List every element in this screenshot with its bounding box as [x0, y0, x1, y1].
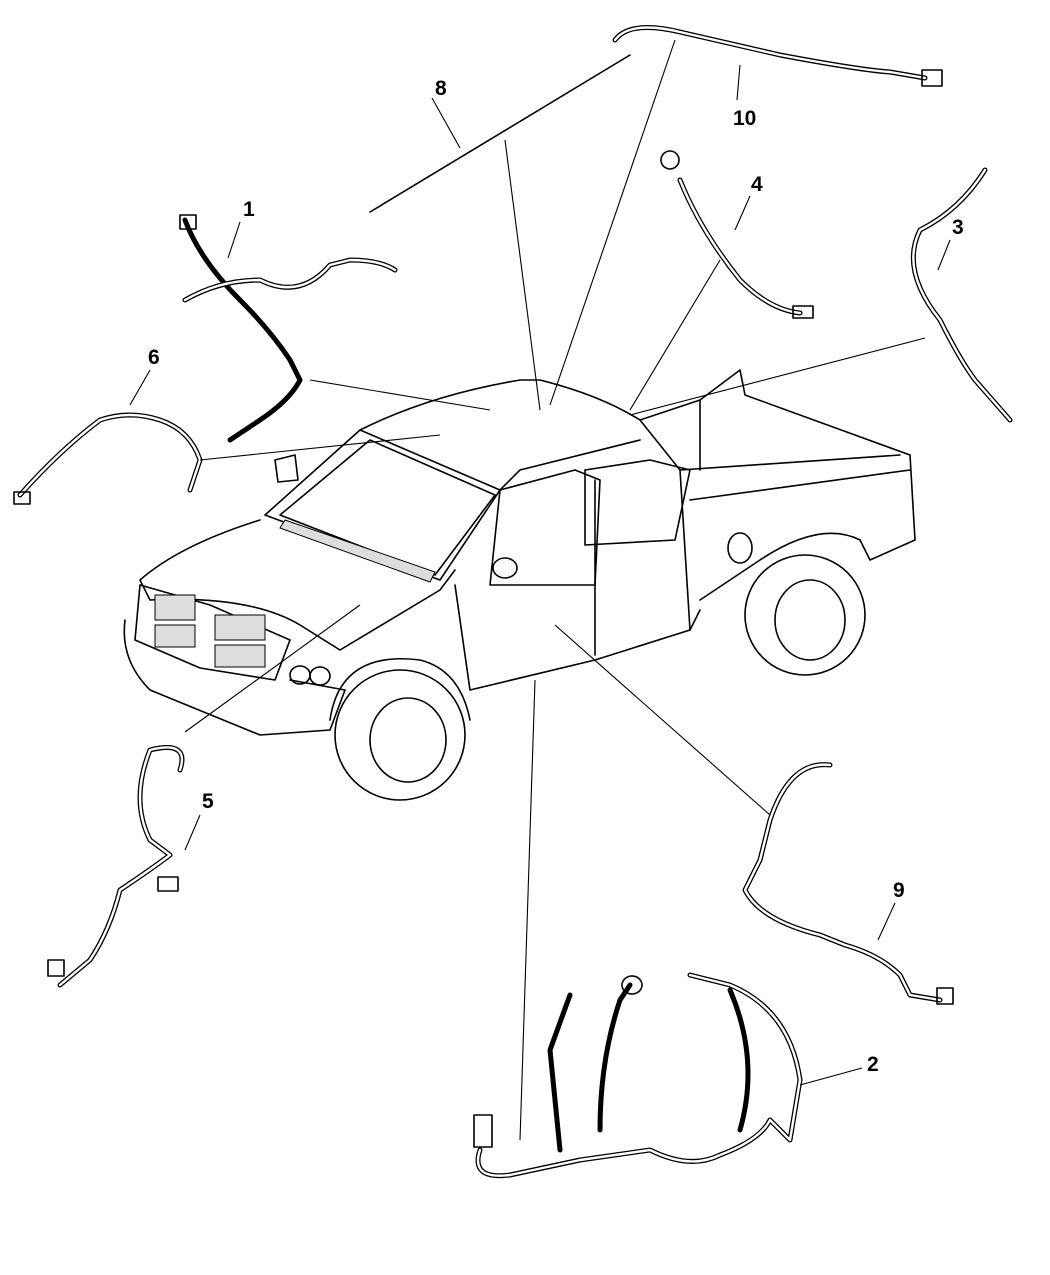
- callout-10: 10: [733, 107, 756, 130]
- harness-6: [13, 412, 203, 505]
- callout-8: 8: [435, 77, 447, 100]
- callout-9: 9: [893, 879, 905, 902]
- harness-1: [179, 214, 398, 443]
- harness-4: [660, 150, 814, 319]
- harness-2: [473, 972, 803, 1179]
- harness-5: [47, 745, 185, 988]
- grille: [154, 594, 266, 668]
- callout-4: 4: [751, 173, 763, 196]
- callout-6: 6: [148, 346, 160, 369]
- callouts: 1 2 3 4 5 6 8 9 10: [148, 77, 964, 1076]
- callout-1: 1: [243, 198, 255, 221]
- leader-lines: [129, 39, 951, 1141]
- callout-3: 3: [952, 216, 964, 239]
- harness-8: [369, 54, 631, 213]
- harness-10: [612, 25, 943, 87]
- harness-3: [910, 167, 1013, 423]
- harness-9: [742, 762, 954, 1005]
- pickup-truck-illustration: [123, 369, 916, 801]
- callout-2: 2: [867, 1053, 879, 1076]
- callout-5: 5: [202, 790, 214, 813]
